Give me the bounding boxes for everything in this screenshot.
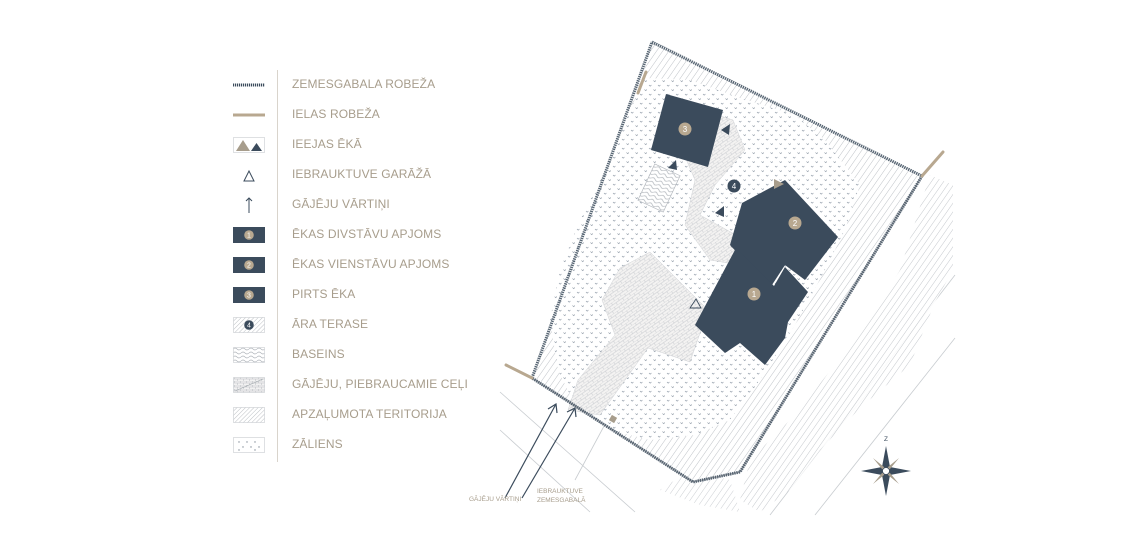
- badge-3-icon: 3: [233, 287, 265, 303]
- legend-item-greenery: APZAĻUMOTA TERITORIJA: [230, 402, 470, 426]
- street-boundary-line-icon: [233, 113, 265, 117]
- site-plan-map: 2 1 3 4 GĀJĒJU VĀRTIŅI IEBRAUKTU: [469, 40, 956, 516]
- legend-item-lawn: ZĀLIENS: [230, 432, 470, 456]
- building-1-two-storey: 1: [695, 248, 808, 365]
- building-badge: 3: [683, 125, 688, 134]
- plot-boundary-inner: [531, 175, 923, 483]
- dot-pattern-icon: [233, 437, 265, 453]
- driveway-arrow: [521, 407, 577, 499]
- badge-1-icon: 1: [233, 227, 265, 243]
- plot-boundary-line: [530, 40, 925, 484]
- entrance-triangle-icon: [668, 160, 677, 170]
- legend-label: PIRTS ĒKA: [292, 287, 356, 301]
- legend-item-pedestrian-gate: GĀJĒJU VĀRTIŅI: [230, 192, 470, 216]
- badge-number: 1: [247, 233, 251, 240]
- compass-rose-icon: Z: [861, 436, 911, 496]
- legend-item-plot-boundary: ZEMESGABALA ROBEŽA: [230, 72, 470, 96]
- building-3-sauna: 3: [651, 94, 723, 167]
- legend-label: GĀJĒJU, PIEBRAUCAMIE CEĻI: [292, 377, 468, 391]
- plot-boundary-line-icon: [233, 83, 265, 87]
- legend-label: IELAS ROBEŽA: [292, 107, 380, 121]
- legend-label: BASEINS: [292, 347, 345, 361]
- brick-pattern-icon: [233, 377, 265, 393]
- street-boundary-line: [504, 70, 945, 380]
- entrance-triangle-icon: [715, 206, 724, 217]
- legend-label: ĒKAS VIENSTĀVU APJOMS: [292, 257, 450, 271]
- building-2-one-storey: 2: [730, 180, 838, 288]
- legend-item-pool: BASEINS: [230, 342, 470, 366]
- garage-entrance-triangle-icon: [689, 298, 702, 309]
- legend-item-street-boundary: IELAS ROBEŽA: [230, 102, 470, 126]
- compass-north-label: Z: [884, 436, 888, 443]
- badge-number: 2: [247, 263, 251, 270]
- badge-number: 4: [247, 323, 251, 330]
- pedestrian-gate-arrow-icon: [245, 197, 253, 213]
- entrance-triangle-icon: [721, 124, 730, 135]
- legend-item-one-storey: 2 ĒKAS VIENSTĀVU APJOMS: [230, 252, 470, 276]
- diagonal-hatch-icon: [233, 407, 265, 423]
- badge-number: 3: [247, 293, 251, 300]
- pool: [637, 163, 681, 213]
- driveway-label-line2: ZEMESGABALĀ: [537, 496, 586, 504]
- legend-item-paths: GĀJĒJU, PIEBRAUCAMIE CEĻI: [230, 372, 470, 396]
- entrance-triangle-icon: [731, 239, 740, 250]
- legend: ZEMESGABALA ROBEŽA IELAS ROBEŽA IEEJAS Ē…: [230, 70, 468, 462]
- legend-item-garage-entrance: IEBRAUKTUVE GARĀŽĀ: [230, 162, 470, 186]
- pedestrian-gate-label: GĀJĒJU VĀRTIŅI: [469, 495, 521, 503]
- gate-post: [608, 414, 618, 424]
- entrance-triangle-icon: [774, 179, 784, 189]
- legend-label: IEEJAS ĒKĀ: [292, 137, 362, 151]
- legend-label: GĀJĒJU VĀRTIŅI: [292, 197, 390, 211]
- legend-label: APZAĻUMOTA TERITORIJA: [292, 407, 447, 421]
- legend-label: IEBRAUKTUVE GARĀŽĀ: [292, 167, 432, 181]
- legend-label: ĒKAS DIVSTĀVU APJOMS: [292, 227, 442, 241]
- legend-divider: [277, 70, 278, 462]
- entrance-triangles-icon: [233, 137, 265, 153]
- legend-label: ZEMESGABALA ROBEŽA: [292, 77, 436, 91]
- wave-pattern-icon: [233, 347, 265, 363]
- terrace-badge: 4: [727, 179, 741, 193]
- building-badge: 1: [752, 290, 757, 299]
- terrace-badge-number: 4: [732, 182, 737, 191]
- legend-item-building-entrance: IEEJAS ĒKĀ: [230, 132, 470, 156]
- garage-entrance-triangle-icon: [243, 169, 255, 182]
- legend-item-two-storey: 1 ĒKAS DIVSTĀVU APJOMS: [230, 222, 470, 246]
- building-badge: 2: [793, 219, 798, 228]
- pedestrian-gate-arrow: [504, 402, 558, 499]
- legend-item-sauna: 3 PIRTS ĒKA: [230, 282, 470, 306]
- driveway-label-line1: IEBRAUKTUVE: [537, 488, 584, 495]
- outside-greenery: [660, 175, 953, 512]
- legend-label: ĀRA TERASE: [292, 317, 369, 331]
- badge-2-icon: 2: [233, 257, 265, 273]
- legend-label: ZĀLIENS: [292, 437, 343, 451]
- badge-4-hatched-icon: 4: [233, 317, 265, 333]
- entrance-markers: [668, 124, 784, 309]
- legend-item-terrace: 4 ĀRA TERASE: [230, 312, 470, 336]
